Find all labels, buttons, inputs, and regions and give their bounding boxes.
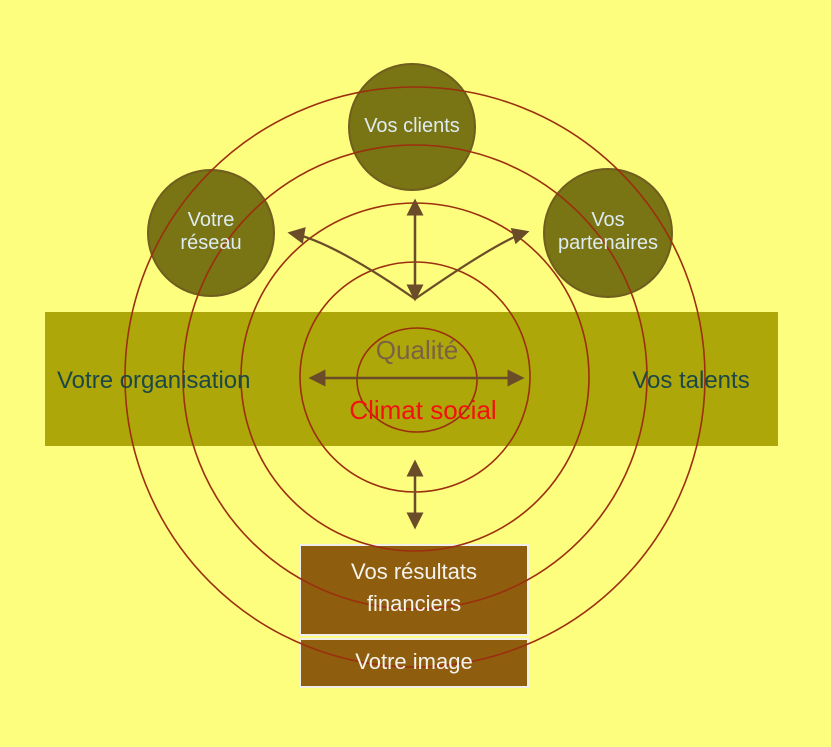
- label-resultats-financiers: Vos résultats financiers: [351, 559, 477, 616]
- orbit-ring-5: [124, 86, 706, 668]
- label-votre-image: Votre image: [355, 649, 473, 674]
- label-vos-talents: Vos talents: [632, 367, 750, 394]
- image-box: [299, 638, 529, 688]
- node-circle-clients: [348, 63, 476, 191]
- label-votre-organisation: Votre organisation: [57, 367, 251, 394]
- results-box: [299, 544, 529, 636]
- label-vos-clients: Vos clients: [364, 115, 460, 137]
- orbit-ring-4: [182, 144, 648, 610]
- arrow-center-reseau: [287, 227, 416, 300]
- label-vos-partenaires: Vos partenaires: [557, 209, 659, 254]
- label-qualite: Qualité: [375, 335, 459, 365]
- arrow-center-partenaires: [414, 227, 530, 300]
- label-votre-reseau: Votre réseau: [180, 209, 242, 254]
- node-circle-partenaires: [543, 168, 673, 298]
- label-climat-social: Climat social: [349, 395, 497, 425]
